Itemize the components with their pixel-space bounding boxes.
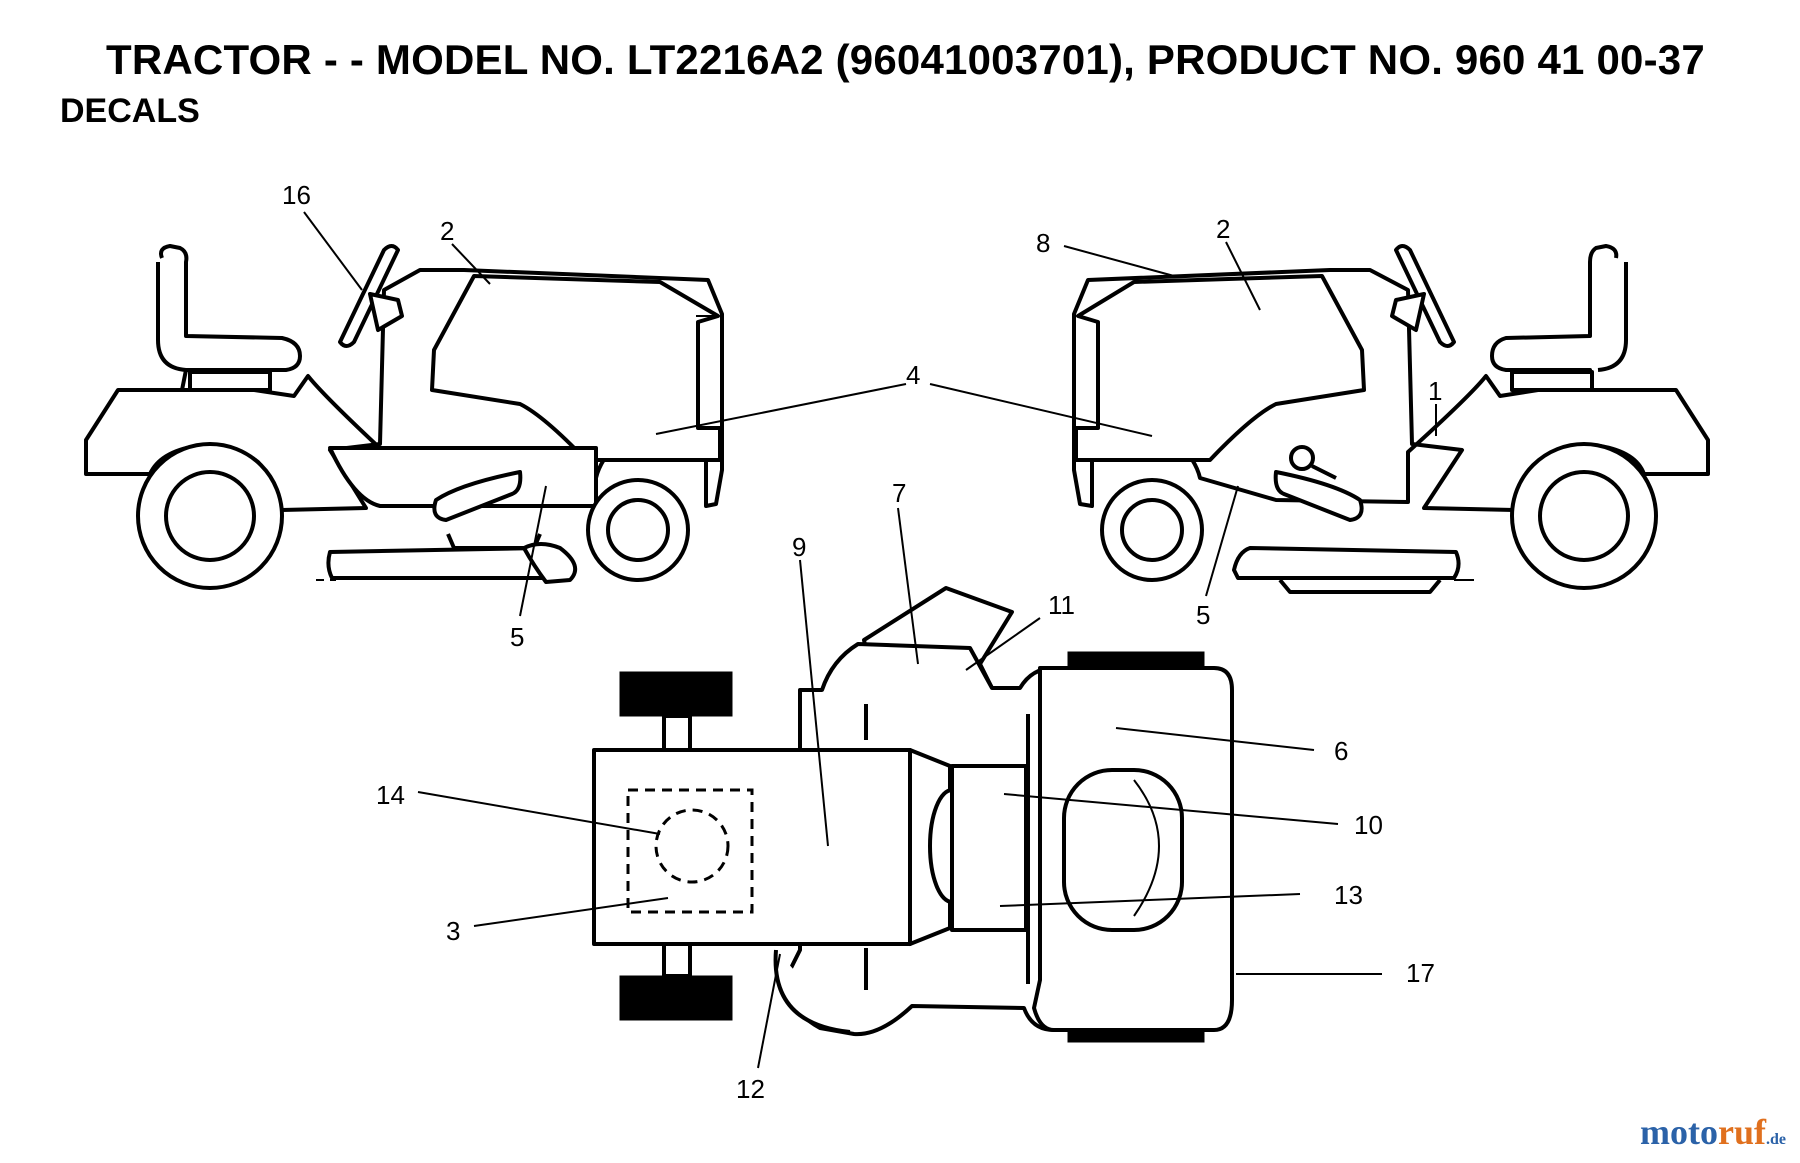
- callout-11: 11: [1048, 590, 1075, 620]
- hood-right: [1074, 274, 1366, 462]
- front-wheel-top-lower: [619, 975, 733, 1021]
- seat-top: [1062, 768, 1184, 932]
- callout-9: 9: [792, 532, 806, 562]
- callout-2-left: 2: [440, 216, 454, 246]
- callout-8: 8: [1036, 228, 1050, 258]
- seat-right: [1490, 244, 1619, 392]
- watermark-logo: motoruf.de: [1640, 1112, 1786, 1152]
- callout-3: 3: [446, 916, 460, 946]
- callout-numbers: 16 2 4 5 8 2 1 5 9 7 11 6 14 10 3 13 17 …: [282, 180, 1442, 1104]
- hood-left: [430, 274, 722, 462]
- decal-area-14: [626, 788, 754, 914]
- tractor-left-side-view: [84, 244, 724, 590]
- tractor-right-side-view: [1072, 244, 1710, 594]
- hood-top: [592, 748, 912, 946]
- mower-deck-left: [326, 546, 558, 580]
- callout-4: 4: [906, 360, 920, 390]
- seat-left: [159, 244, 302, 392]
- page-title: TRACTOR - - MODEL NO. LT2216A2 (96041003…: [106, 36, 1705, 83]
- callout-5-left: 5: [510, 622, 524, 652]
- callout-10: 10: [1354, 810, 1383, 840]
- callout-1: 1: [1428, 376, 1442, 406]
- mower-deck-right: [1232, 546, 1461, 580]
- callout-6: 6: [1334, 736, 1348, 766]
- callout-13: 13: [1334, 880, 1363, 910]
- front-wheel-top-upper: [619, 671, 733, 717]
- tractor-top-view: [592, 586, 1234, 1043]
- callout-16: 16: [282, 180, 311, 210]
- callout-5-right: 5: [1196, 600, 1210, 630]
- callout-2-right: 2: [1216, 214, 1230, 244]
- callout-14: 14: [376, 780, 405, 810]
- leader-lines: [303, 211, 1437, 1069]
- callout-17: 17: [1406, 958, 1435, 988]
- callout-7: 7: [892, 478, 906, 508]
- callout-12: 12: [736, 1074, 765, 1104]
- page-subtitle: DECALS: [60, 92, 200, 130]
